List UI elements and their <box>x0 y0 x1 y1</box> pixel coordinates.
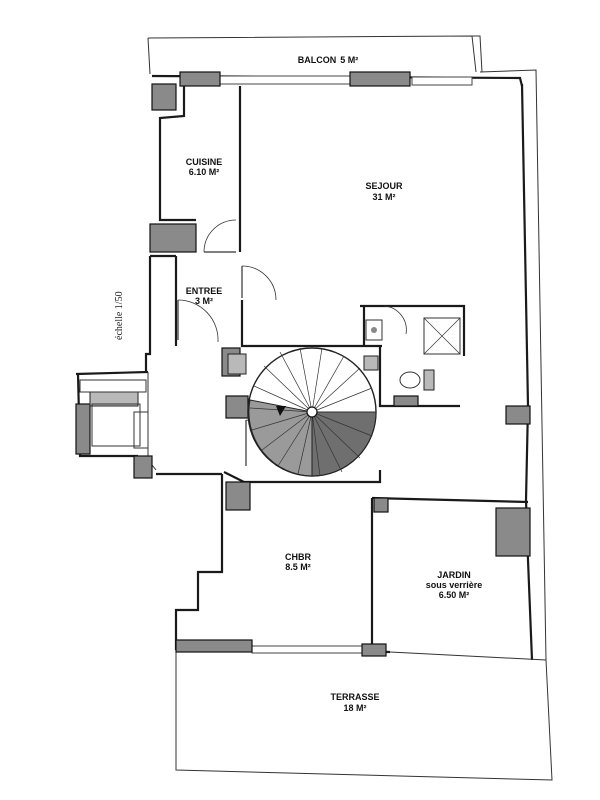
spiral-stair <box>247 347 377 477</box>
entree-area: 3 M² <box>195 296 213 306</box>
room-sejour-label: SEJOUR 31 M² <box>365 181 403 202</box>
balcony-windows <box>219 75 473 86</box>
terrasse-area: 18 M² <box>343 703 366 713</box>
terrasse-name: TERRASSE <box>330 692 379 702</box>
balcon <box>147 35 483 75</box>
balcon-area: 5 M² <box>340 55 358 65</box>
stair-treads <box>249 347 376 477</box>
entree-name: ENTREE <box>186 286 223 296</box>
structural-blocks <box>75 71 531 657</box>
room-chbr-label: CHBR 8.5 M² <box>285 552 311 572</box>
balcon-name: BALCON <box>298 55 337 65</box>
sejour-name: SEJOUR <box>365 181 403 191</box>
outer-walls <box>75 69 553 781</box>
chbr-area: 8.5 M² <box>285 562 311 572</box>
terrace-windows <box>251 645 363 654</box>
cuisine-area: 6.10 M² <box>189 167 220 177</box>
room-entree-label: ENTREE 3 M² <box>186 286 223 306</box>
bathroom-fixtures <box>365 317 461 391</box>
room-jardin-label: JARDIN sous verrière 6.50 M² <box>426 570 483 600</box>
annex-details <box>79 379 149 449</box>
jardin-subtitle: sous verrière <box>426 580 483 590</box>
scale-note: échelle 1/50 <box>114 291 125 340</box>
room-terrasse-label: TERRASSE 18 M² <box>330 692 379 713</box>
jardin-name: JARDIN <box>437 570 471 580</box>
sejour-area: 31 M² <box>372 192 395 202</box>
room-cuisine-label: CUISINE 6.10 M² <box>186 157 223 177</box>
chbr-name: CHBR <box>285 552 311 562</box>
cuisine-name: CUISINE <box>186 157 223 167</box>
jardin-area: 6.50 M² <box>439 590 470 600</box>
